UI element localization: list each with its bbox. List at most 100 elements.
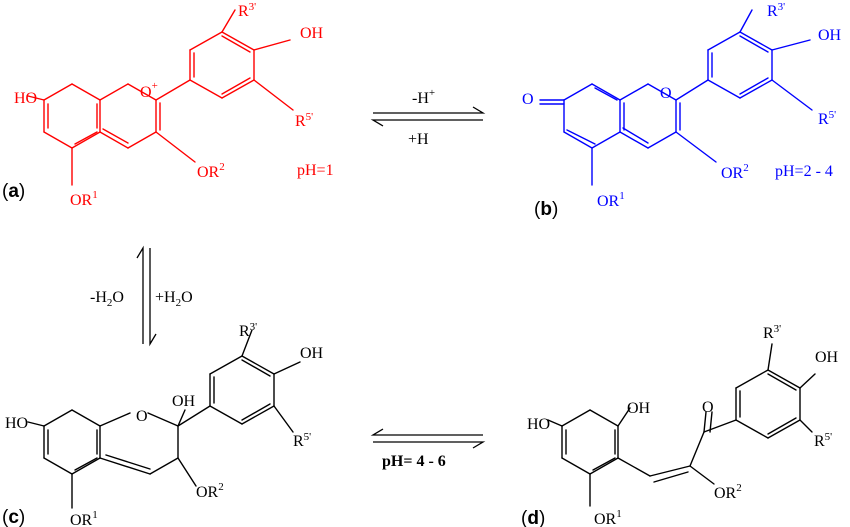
bond xyxy=(675,79,709,101)
c-label-ho: HO xyxy=(5,415,28,432)
bond xyxy=(589,409,619,427)
bond xyxy=(767,343,773,371)
a-label-r5: R5' xyxy=(295,111,313,130)
bond xyxy=(649,465,691,477)
molecule-c-bonds xyxy=(27,329,301,509)
label-minus-h: -H+ xyxy=(412,87,435,107)
b-label-or1: OR1 xyxy=(597,190,625,210)
bond xyxy=(771,39,811,51)
b-label-r5: R5' xyxy=(818,109,836,128)
bond xyxy=(71,409,101,427)
bond xyxy=(177,457,197,487)
bond xyxy=(703,419,737,433)
molecule-b-bonds xyxy=(539,9,813,186)
molecule-d-bonds xyxy=(547,343,816,507)
a-label-ph: pH=1 xyxy=(297,162,334,179)
molecule-b-quinonoidal-base: O O OH R3' R5' OR2 OR1 pH=2 - 4 xyxy=(522,1,842,210)
molecule-a-labels: HO O+ OH R3' R5' OR2 OR1 pH=1 xyxy=(14,1,334,209)
bond xyxy=(221,9,236,33)
bond xyxy=(155,131,196,163)
molecule-d-chalcone: HO OH O OH R3' R5' OR2 OR1 xyxy=(527,323,839,527)
molecule-c-carbinol-pseudobase: HO O OH OH R3' R5' OR2 OR1 xyxy=(5,321,324,527)
d-label-oh: OH xyxy=(815,349,839,366)
bond xyxy=(739,79,773,99)
d-label-r5: R5' xyxy=(814,431,832,450)
bond xyxy=(767,373,797,391)
d-label-or2: OR2 xyxy=(714,482,742,502)
molecule-a-bonds xyxy=(27,9,294,186)
bond xyxy=(767,419,801,439)
b-label-oh: OH xyxy=(818,27,842,44)
bond xyxy=(241,359,271,377)
bond xyxy=(591,131,621,149)
molecule-a-flavylium-cation: HO O+ OH R3' R5' OR2 OR1 pH=1 xyxy=(14,1,334,209)
c-label-oh-c2: OH xyxy=(172,393,196,410)
d-label-oh-ring: OH xyxy=(627,400,651,417)
bond xyxy=(105,454,151,470)
a-label-o: O+ xyxy=(140,80,158,101)
arrow-d-to-c xyxy=(370,428,483,436)
bond xyxy=(253,39,291,51)
bond xyxy=(594,87,618,101)
panel-a-label: (a) xyxy=(2,181,25,202)
a-label-or2: OR2 xyxy=(197,161,225,181)
bond xyxy=(127,83,157,101)
bond xyxy=(71,131,101,149)
bond xyxy=(739,35,769,53)
bond xyxy=(653,471,689,483)
bond xyxy=(561,409,591,427)
bond xyxy=(241,355,275,375)
arrow-b-to-a xyxy=(370,119,483,127)
label-ph-cd: pH= 4 - 6 xyxy=(382,453,446,470)
bond xyxy=(647,83,677,101)
bond xyxy=(566,129,596,145)
c-label-or1: OR1 xyxy=(70,509,98,527)
bond xyxy=(147,412,179,427)
bond xyxy=(102,128,129,144)
bond xyxy=(149,457,179,475)
arrow-a-to-c xyxy=(149,248,157,347)
bond xyxy=(209,405,243,425)
bond xyxy=(799,373,816,389)
b-label-o-keto: O xyxy=(522,91,534,108)
bond xyxy=(767,417,797,435)
bond xyxy=(767,369,801,389)
bond xyxy=(71,83,101,101)
bond xyxy=(647,131,677,149)
panel-b-label: (b) xyxy=(534,199,558,220)
bond xyxy=(563,83,593,101)
panel-d-label: (d) xyxy=(521,508,545,527)
d-label-r3: R3' xyxy=(763,323,781,342)
bond xyxy=(177,405,211,427)
bond xyxy=(189,31,223,51)
a-label-r3: R3' xyxy=(238,1,256,20)
bond xyxy=(221,77,251,95)
bond xyxy=(241,403,271,421)
b-label-r3: R3' xyxy=(767,1,785,20)
bond xyxy=(209,355,243,375)
arrow-c-to-d xyxy=(373,441,486,449)
a-label-or1: OR1 xyxy=(70,189,98,209)
bond xyxy=(221,31,255,51)
bond xyxy=(617,457,651,477)
bond xyxy=(739,9,753,33)
bond xyxy=(241,405,275,425)
bond xyxy=(707,79,741,99)
bond xyxy=(155,79,191,101)
arrow-c-to-a xyxy=(136,245,144,344)
bond xyxy=(689,431,705,467)
d-label-ho: HO xyxy=(527,416,550,433)
a-label-oh: OH xyxy=(300,25,324,42)
bond xyxy=(43,409,73,427)
bond xyxy=(253,79,294,111)
a-label-ho: HO xyxy=(14,90,37,107)
bond xyxy=(735,419,769,439)
label-minus-h2o: -H2O xyxy=(90,289,124,309)
bond xyxy=(74,131,98,145)
bond xyxy=(689,465,715,485)
bond xyxy=(707,31,741,51)
bond xyxy=(799,419,813,433)
c-label-r3: R3' xyxy=(239,321,257,340)
bond xyxy=(703,411,707,433)
